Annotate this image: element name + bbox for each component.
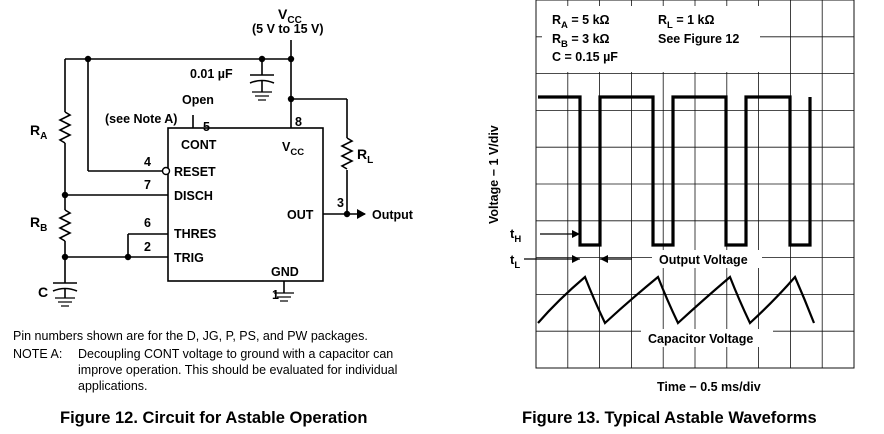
output-arrow-icon	[357, 209, 366, 219]
open-label: Open	[182, 93, 214, 107]
th-label: tH	[510, 226, 521, 245]
pin-cont-label: CONT	[181, 138, 217, 152]
ra-label: RA	[30, 122, 47, 142]
timing-capacitor	[52, 282, 78, 307]
pin-vcc-label: VCC	[282, 140, 304, 158]
vcc-label: VCC	[278, 6, 302, 26]
pin-note: Pin numbers shown are for the D, JG, P, …	[13, 329, 368, 343]
tl-label: tL	[510, 252, 520, 271]
pin-trig-label: TRIG	[174, 251, 204, 265]
param-rb: RB = 3 kΩ	[552, 32, 610, 50]
plot-frame	[535, 0, 855, 369]
pin-3-number: 3	[337, 196, 344, 210]
output-voltage-trace	[538, 95, 812, 247]
pin-6-number: 6	[144, 216, 151, 230]
ground-icon	[274, 281, 294, 302]
y-axis-label: Voltage − 1 V/div	[487, 125, 501, 224]
capacitor-voltage-trace	[537, 274, 816, 325]
c-label: C	[38, 284, 48, 300]
pin-7-number: 7	[144, 178, 151, 192]
pin-5-number: 5	[203, 120, 210, 134]
junction-dot	[287, 55, 295, 63]
rl-label: RL	[357, 146, 373, 166]
output-voltage-label: Output Voltage	[659, 253, 748, 267]
pin-out-label: OUT	[287, 208, 314, 222]
param-rl: RL = 1 kΩ	[658, 13, 715, 31]
x-axis-label: Time − 0.5 ms/div	[657, 380, 761, 394]
reset-inverter-bubble	[161, 166, 171, 176]
output-label: Output	[372, 208, 414, 222]
see-note-a: (see Note A)	[105, 112, 177, 126]
note-a-line-2: improve operation. This should be evalua…	[78, 363, 397, 377]
pin-4-number: 4	[144, 155, 151, 169]
vcc-range: (5 V to 15 V)	[252, 22, 324, 36]
rb-label: RB	[30, 214, 47, 234]
pin-gnd-label: GND	[271, 265, 299, 279]
pin-8-number: 8	[295, 115, 302, 129]
figure-13-caption: Figure 13. Typical Astable Waveforms	[522, 409, 817, 427]
figure-12-caption: Figure 12. Circuit for Astable Operation	[60, 409, 367, 427]
param-c: C = 0.15 µF	[552, 50, 618, 64]
th-marker	[540, 230, 580, 238]
tl-marker	[524, 255, 632, 263]
pin-2-number: 2	[144, 240, 151, 254]
ic-555-body	[167, 127, 324, 282]
capacitor-value: 0.01 µF	[190, 67, 233, 81]
capacitor-voltage-label: Capacitor Voltage	[648, 332, 753, 346]
junction-dot	[343, 210, 351, 218]
note-a-label: NOTE A:	[13, 347, 62, 361]
rl-resistor	[340, 137, 354, 170]
param-ra: RA = 5 kΩ	[552, 13, 610, 31]
pin-reset-label: RESET	[174, 165, 216, 179]
capacitor-voltage-label-box	[641, 329, 773, 347]
param-see-figure: See Figure 12	[658, 32, 739, 46]
decoupling-capacitor	[249, 59, 275, 101]
params-box	[542, 6, 760, 72]
note-a-line-1: Decoupling CONT voltage to ground with a…	[78, 347, 393, 361]
output-voltage-label-box	[652, 250, 762, 268]
ra-resistor	[58, 111, 72, 144]
pin-disch-label: DISCH	[174, 189, 213, 203]
note-a-line-3: applications.	[78, 379, 148, 393]
circuit-diagram: VCC (5 V to 15 V) 0.01 µF RL 8 VCC	[13, 6, 414, 427]
pin-thres-label: THRES	[174, 227, 216, 241]
rb-resistor	[58, 209, 72, 242]
waveform-plot: RA = 5 kΩ RB = 3 kΩ C = 0.15 µF RL = 1 k…	[487, 0, 855, 427]
pin-1-number: 1	[272, 288, 279, 302]
